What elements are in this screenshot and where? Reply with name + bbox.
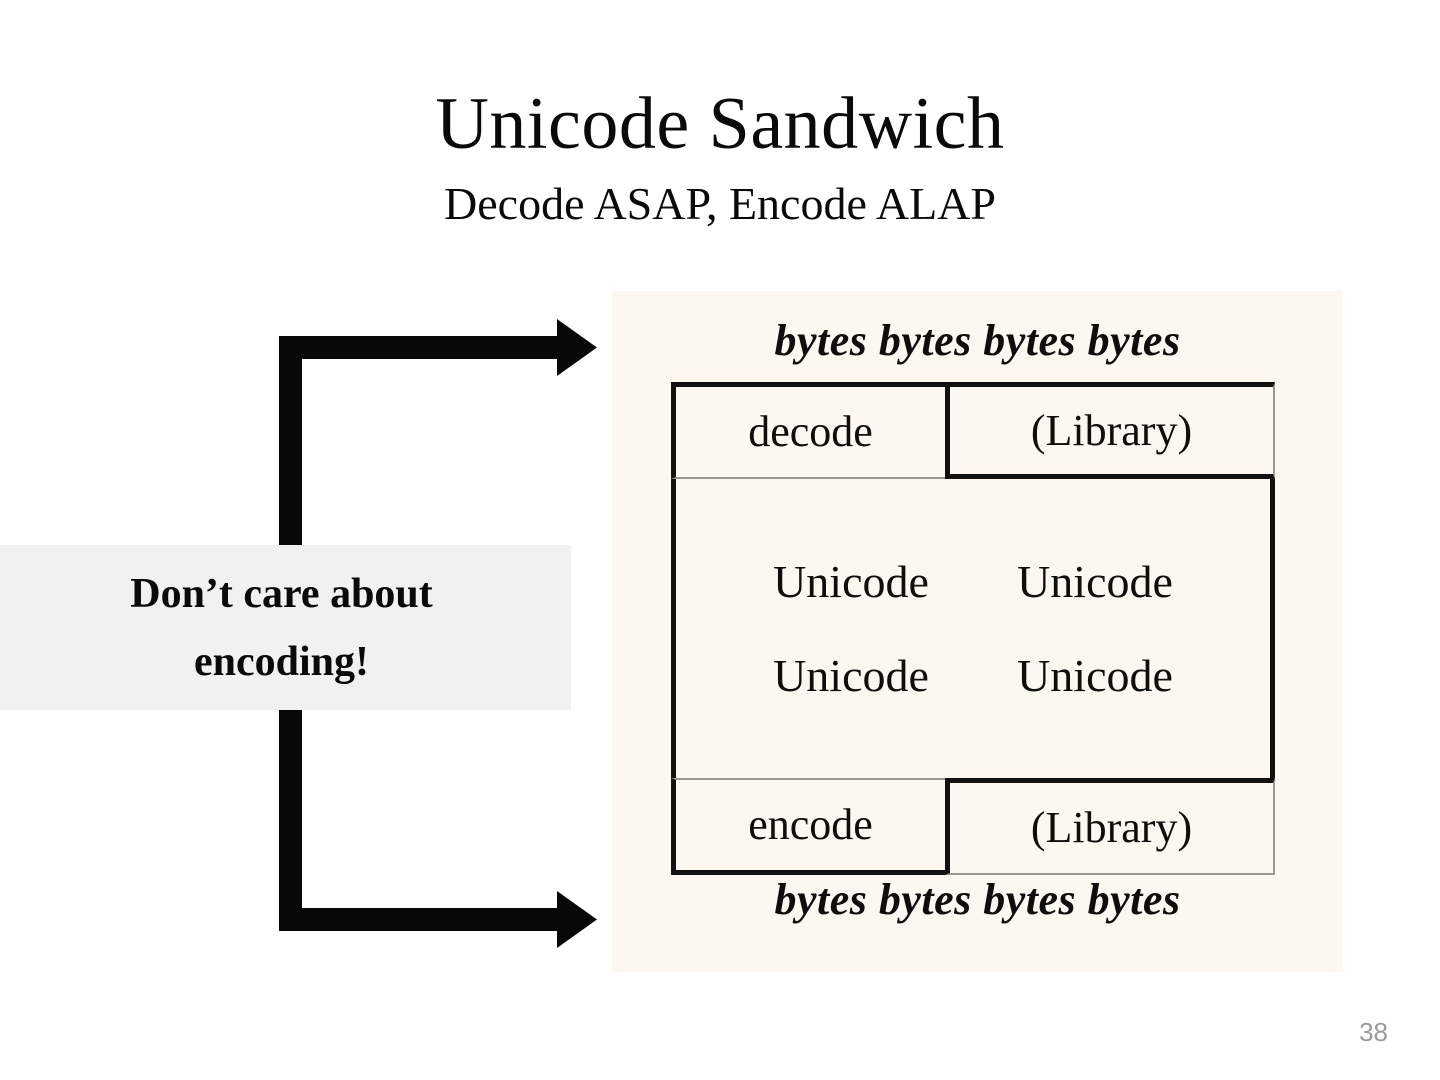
page-subtitle: Decode ASAP, Encode ALAP [444, 177, 996, 229]
title-block: Unicode Sandwich Decode ASAP, Encode ALA… [0, 83, 1440, 231]
unicode-sandwich-diagram: bytes bytes bytes bytes decode (Library)… [612, 291, 1343, 972]
cell-decode-library: (Library) [945, 382, 1275, 479]
bytes-label-top: bytes bytes bytes bytes [774, 316, 1181, 365]
sandwich-table: decode (Library) Unicode Unicode Unicode… [671, 382, 1275, 875]
table-row-encode: encode (Library) [671, 778, 1275, 875]
cell-decode: decode [671, 382, 945, 479]
page-number: 38 [1359, 1017, 1388, 1047]
cell-encode: encode [671, 778, 945, 875]
unicode-row-1: Unicode Unicode [676, 555, 1270, 607]
unicode-grid: Unicode Unicode Unicode Unicode [676, 479, 1270, 778]
unicode-word: Unicode [1017, 649, 1173, 701]
unicode-word: Unicode [773, 555, 929, 607]
unicode-row-2: Unicode Unicode [676, 649, 1270, 701]
callout-line-2: encoding! [193, 638, 369, 685]
unicode-word: Unicode [773, 649, 929, 701]
callout-box: Don’t care about encoding! [0, 545, 571, 710]
table-row-decode: decode (Library) [671, 382, 1275, 479]
cell-encode-library: (Library) [945, 778, 1275, 875]
unicode-word: Unicode [1017, 555, 1173, 607]
callout-line-1: Don’t care about [130, 570, 433, 617]
table-row-unicode-block: Unicode Unicode Unicode Unicode [671, 479, 1275, 778]
page-title: Unicode Sandwich [435, 83, 1005, 165]
bytes-label-bottom: bytes bytes bytes bytes [774, 875, 1181, 924]
